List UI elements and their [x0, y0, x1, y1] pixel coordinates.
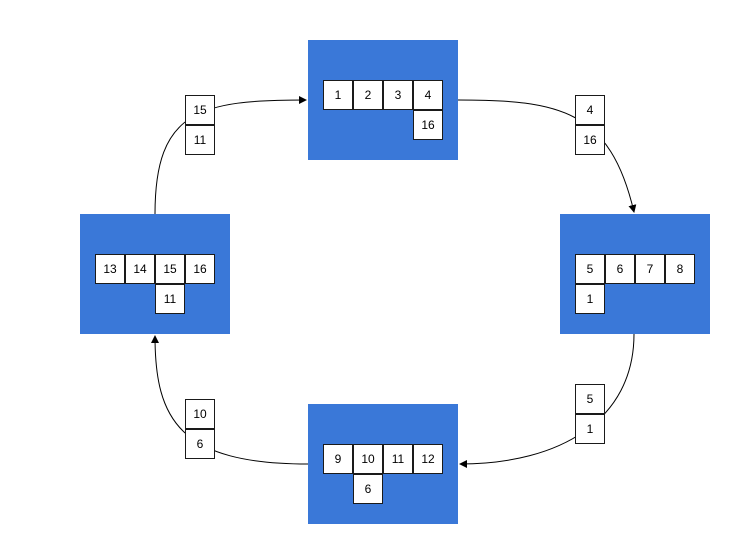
node-right-extra-cell: 1 [575, 284, 605, 314]
node-top-cell-2: 2 [353, 80, 383, 110]
node-bottom-extra-cell: 6 [353, 474, 383, 504]
edge-right-to-bottom [459, 333, 635, 468]
edge-label-top-to-right-upper: 4 [575, 95, 605, 125]
node-bottom-cell-2: 10 [353, 444, 383, 474]
edge-bottom-to-left [151, 335, 309, 465]
edge-label-bottom-to-left-upper: 10 [185, 399, 215, 429]
node-right-cell-3: 7 [635, 254, 665, 284]
node-left-cell-4: 16 [185, 254, 215, 284]
edge-left-to-top [154, 96, 307, 215]
edge-label-left-to-top-upper: 15 [185, 95, 215, 125]
node-bottom-cell-3: 11 [383, 444, 413, 474]
node-right-cell-4: 8 [665, 254, 695, 284]
node-top-cell-3: 3 [383, 80, 413, 110]
node-top-cell-4: 4 [413, 80, 443, 110]
node-top: 1 2 3 4 16 [308, 40, 458, 160]
node-left: 13 14 15 16 11 [80, 214, 230, 334]
node-left-cell-2: 14 [125, 254, 155, 284]
node-left-cell-3: 15 [155, 254, 185, 284]
node-right-cell-1: 5 [575, 254, 605, 284]
node-right-cell-2: 6 [605, 254, 635, 284]
node-bottom: 9 10 11 12 6 [308, 404, 458, 524]
node-left-extra-cell: 11 [155, 284, 185, 314]
edge-label-right-to-bottom-upper: 5 [575, 384, 605, 414]
edge-label-top-to-right-lower: 16 [575, 125, 605, 155]
node-bottom-cell-4: 12 [413, 444, 443, 474]
node-left-cell-1: 13 [95, 254, 125, 284]
edge-label-left-to-top-lower: 11 [185, 125, 215, 155]
node-right: 5 6 7 8 1 [560, 214, 710, 334]
node-top-cell-1: 1 [323, 80, 353, 110]
edge-label-bottom-to-left-lower: 6 [185, 429, 215, 459]
node-bottom-cell-1: 9 [323, 444, 353, 474]
edge-top-to-right [457, 99, 637, 213]
edge-label-right-to-bottom-lower: 1 [575, 414, 605, 444]
node-top-extra-cell: 16 [413, 110, 443, 140]
